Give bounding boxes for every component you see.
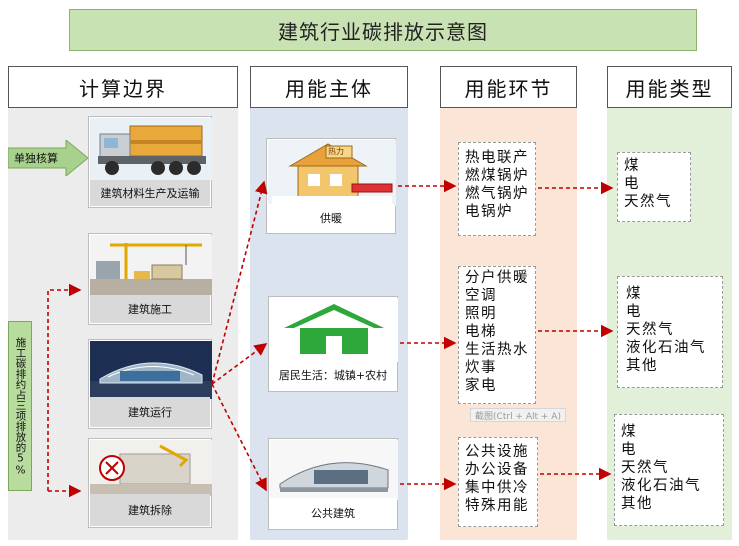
separate-accounting-arrow: 单独核算 <box>7 138 89 178</box>
type-box-residential: 煤 电 天然气 液化石油气 其他 <box>617 276 723 388</box>
screenshot-watermark: 截图(Ctrl + Alt + A) <box>470 408 566 422</box>
stage-item: 办公设备 <box>465 462 529 478</box>
heating-sign-text: 热力 <box>328 147 344 156</box>
boundary-card-operation: 建筑运行 <box>88 339 212 429</box>
building-operation-illustration <box>90 341 212 399</box>
house-icon <box>270 298 398 362</box>
type-item: 其他 <box>621 496 653 512</box>
type-item: 煤 <box>624 158 640 174</box>
entity-card-residential: 居民生活：城镇+农村 <box>268 296 398 392</box>
boundary-label-construction: 建筑施工 <box>90 295 210 323</box>
stage-item: 电锅炉 <box>465 204 513 220</box>
construction-share-note: 施工碳排约占三项排放的5% <box>8 321 32 491</box>
stage-item: 生活热水 <box>465 342 529 358</box>
header-entity: 用能主体 <box>250 66 408 108</box>
type-item: 煤 <box>626 286 642 302</box>
type-item: 电 <box>624 176 640 192</box>
stage-item: 集中供冷 <box>465 480 529 496</box>
demolition-illustration <box>90 440 212 496</box>
boundary-card-demolition: 建筑拆除 <box>88 438 212 528</box>
crane-illustration <box>90 235 212 295</box>
entity-label-public: 公共建筑 <box>270 498 396 528</box>
boundary-label-operation: 建筑运行 <box>90 397 210 427</box>
stage-item: 特殊用能 <box>465 498 529 514</box>
stage-item: 燃煤锅炉 <box>465 168 529 184</box>
public-building-illustration <box>270 440 398 500</box>
type-item: 天然气 <box>626 322 674 338</box>
type-item: 电 <box>626 304 642 320</box>
stage-item: 空调 <box>465 288 497 304</box>
stage-item: 家电 <box>465 378 497 394</box>
boundary-card-construction: 建筑施工 <box>88 233 212 325</box>
type-item: 液化石油气 <box>621 478 701 494</box>
stage-box-heating: 热电联产 燃煤锅炉 燃气锅炉 电锅炉 <box>458 142 536 236</box>
stage-box-residential: 分户供暖 空调 照明 电梯 生活热水 炊事 家电 <box>458 266 536 404</box>
stage-item: 电梯 <box>465 324 497 340</box>
green-arrow-shape <box>7 138 89 178</box>
boundary-label-materials: 建筑材料生产及运输 <box>90 180 210 206</box>
type-item: 天然气 <box>624 194 672 210</box>
entity-card-heating: 热力 供暖 <box>266 138 396 234</box>
type-item: 煤 <box>621 424 637 440</box>
heating-house-illustration: 热力 <box>268 140 396 206</box>
type-item: 液化石油气 <box>626 340 706 356</box>
boundary-label-demolition: 建筑拆除 <box>90 494 210 526</box>
type-box-heating: 煤 电 天然气 <box>617 152 691 222</box>
entity-label-heating: 供暖 <box>268 204 394 232</box>
stage-box-public: 公共设施 办公设备 集中供冷 特殊用能 <box>458 437 538 527</box>
stage-item: 热电联产 <box>465 150 529 166</box>
header-boundary: 计算边界 <box>8 66 238 108</box>
stage-item: 公共设施 <box>465 444 529 460</box>
entity-card-public: 公共建筑 <box>268 438 398 530</box>
type-box-public: 煤 电 天然气 液化石油气 其他 <box>614 414 724 526</box>
separate-accounting-label: 单独核算 <box>14 152 58 165</box>
boundary-card-materials: 建筑材料生产及运输 <box>88 116 212 208</box>
type-item: 天然气 <box>621 460 669 476</box>
type-item: 其他 <box>626 358 658 374</box>
truck-illustration <box>90 118 212 180</box>
stage-item: 燃气锅炉 <box>465 186 529 202</box>
type-item: 电 <box>621 442 637 458</box>
page-title: 建筑行业碳排放示意图 <box>69 9 697 51</box>
header-type: 用能类型 <box>607 66 732 108</box>
entity-label-residential: 居民生活：城镇+农村 <box>270 360 396 390</box>
stage-item: 照明 <box>465 306 497 322</box>
stage-item: 分户供暖 <box>465 270 529 286</box>
stage-item: 炊事 <box>465 360 497 376</box>
header-stage: 用能环节 <box>440 66 577 108</box>
